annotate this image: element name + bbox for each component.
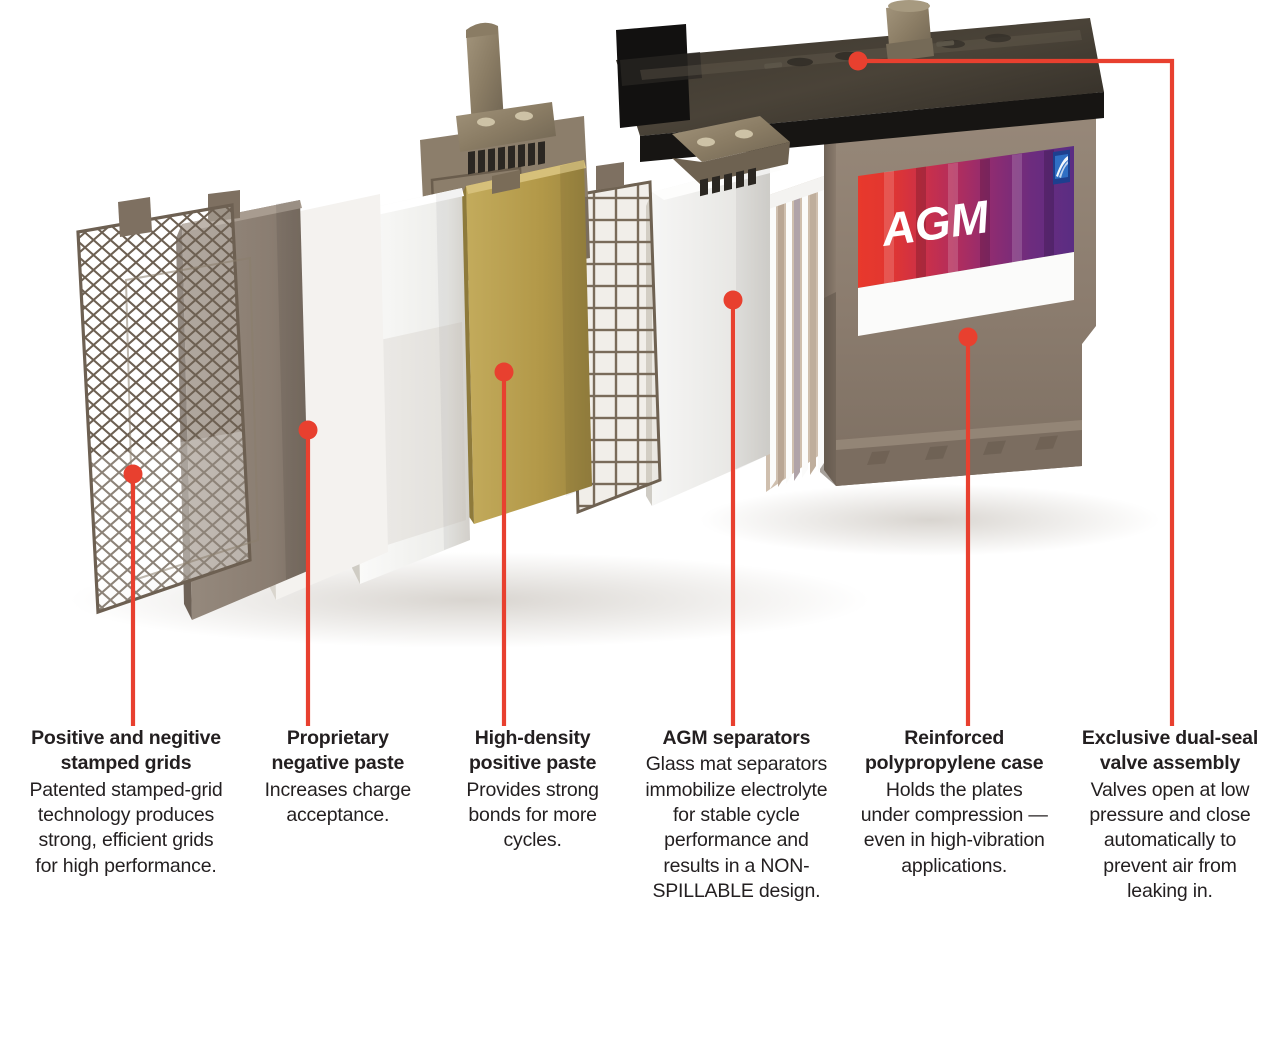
callout-title: Reinforced polypropylene case: [864, 727, 1044, 775]
callout-body: Increases charge acceptance.: [264, 778, 412, 827]
positive-paste-plate: [460, 160, 592, 524]
callout-title: High-density positive paste: [468, 727, 597, 775]
callout-body: Holds the plates under compression — eve…: [860, 778, 1048, 877]
callout-body: Patented stamped-grid technology produce…: [29, 778, 223, 877]
callout-proprietary-negative-paste: Proprietary negative paste Increases cha…: [255, 726, 421, 828]
callout-title: Proprietary negative paste: [271, 727, 405, 775]
callout-title: Positive and negitive stamped grids: [31, 727, 221, 775]
callout-body: Valves open at low pressure and close au…: [1089, 778, 1251, 903]
separator-fins: [766, 176, 824, 492]
callout-body: Provides strong bonds for more cycles.: [466, 778, 599, 852]
callout-reinforced-polypropylene-case: Reinforced polypropylene case Holds the …: [859, 726, 1049, 879]
callout-title: AGM separators: [662, 727, 811, 749]
terminal-post: [886, 0, 934, 62]
brand-logo-badge: [1053, 149, 1070, 185]
callout-positive-negative-stamped-grids: Positive and negitive stamped grids Pate…: [28, 726, 224, 879]
terminal-post-left: [456, 22, 556, 152]
lead-bus-bar-right: [672, 116, 790, 197]
agm-separator-block: [646, 162, 824, 506]
callout-exclusive-dual-seal-valve-assembly: Exclusive dual-seal valve assembly Valve…: [1080, 726, 1260, 904]
callout-high-density-positive-paste: High-density positive paste Provides str…: [452, 726, 614, 854]
vent-caps: [764, 33, 1011, 69]
callout-captions: Positive and negitive stamped grids Pate…: [28, 726, 1260, 904]
callout-body: Glass mat separators immobilize electrol…: [645, 753, 828, 903]
callout-agm-separators: AGM separators Glass mat separators immo…: [644, 726, 828, 904]
callout-title: Exclusive dual-seal valve assembly: [1081, 727, 1259, 775]
